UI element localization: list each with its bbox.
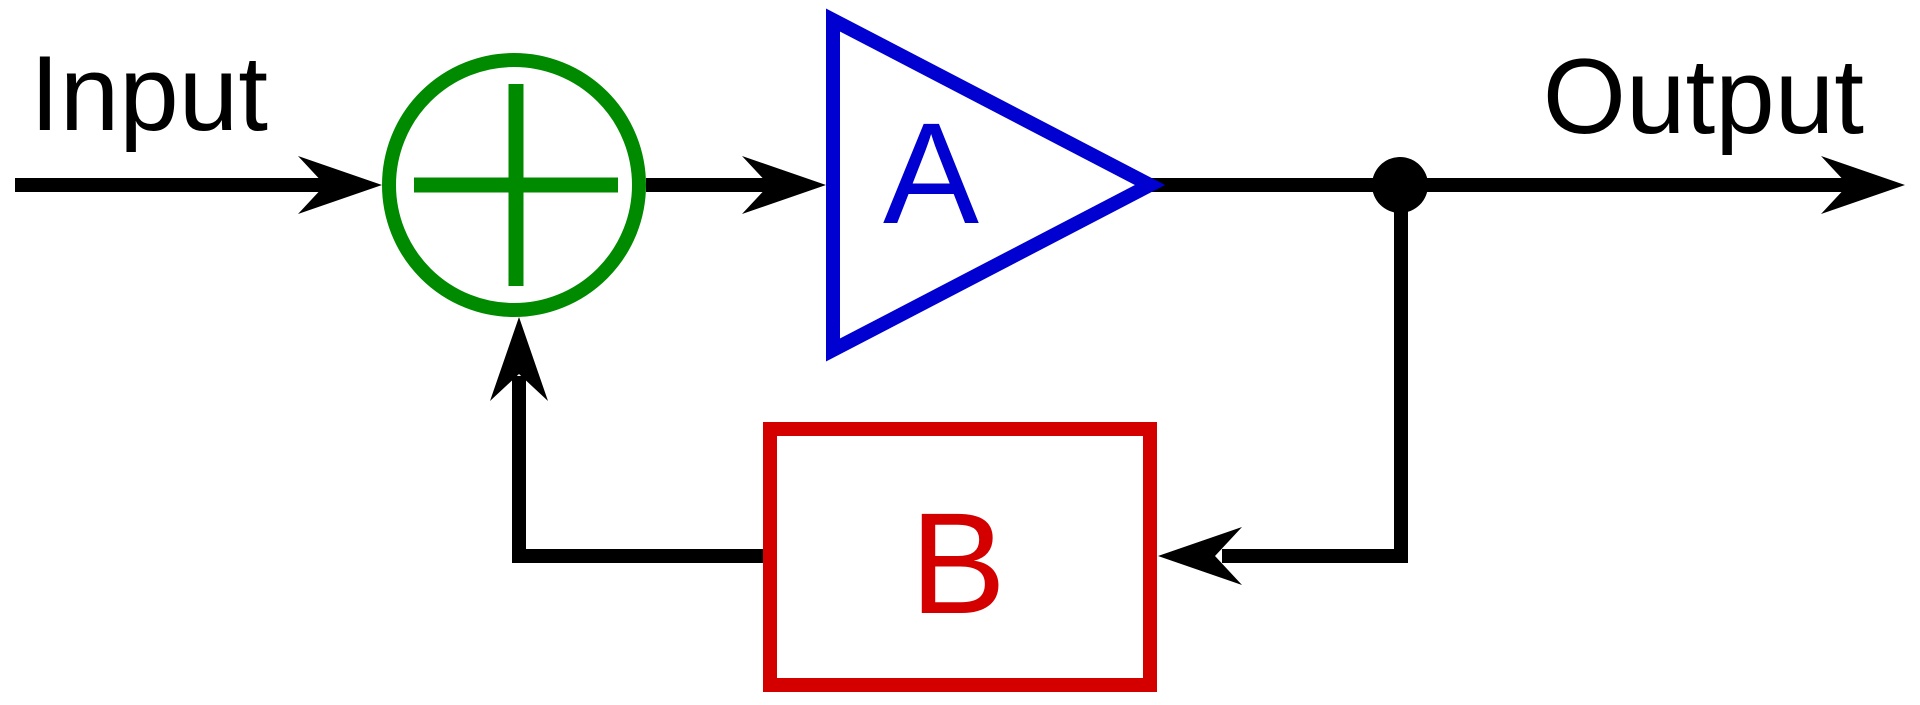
text-labels: Input Output [30,33,1864,156]
feedback-label: B [910,483,1006,644]
feedback-box [763,422,1157,692]
output-junction-dot [1372,157,1428,213]
amplifier-triangle [826,8,1166,362]
amplifier-block: A [826,8,1166,362]
feedback-block: B [763,422,1157,692]
output-label: Output [1543,36,1864,156]
summing-junction-circle [382,53,646,317]
feedback-down-wire [1222,180,1408,563]
signal-wires [15,178,1850,563]
amplifier-label: A [883,93,979,254]
summing-junction [382,53,646,317]
feedback-return-wire [512,376,763,563]
plus-icon [414,84,618,286]
wire-fills [298,156,1905,585]
input-label: Input [30,33,268,153]
